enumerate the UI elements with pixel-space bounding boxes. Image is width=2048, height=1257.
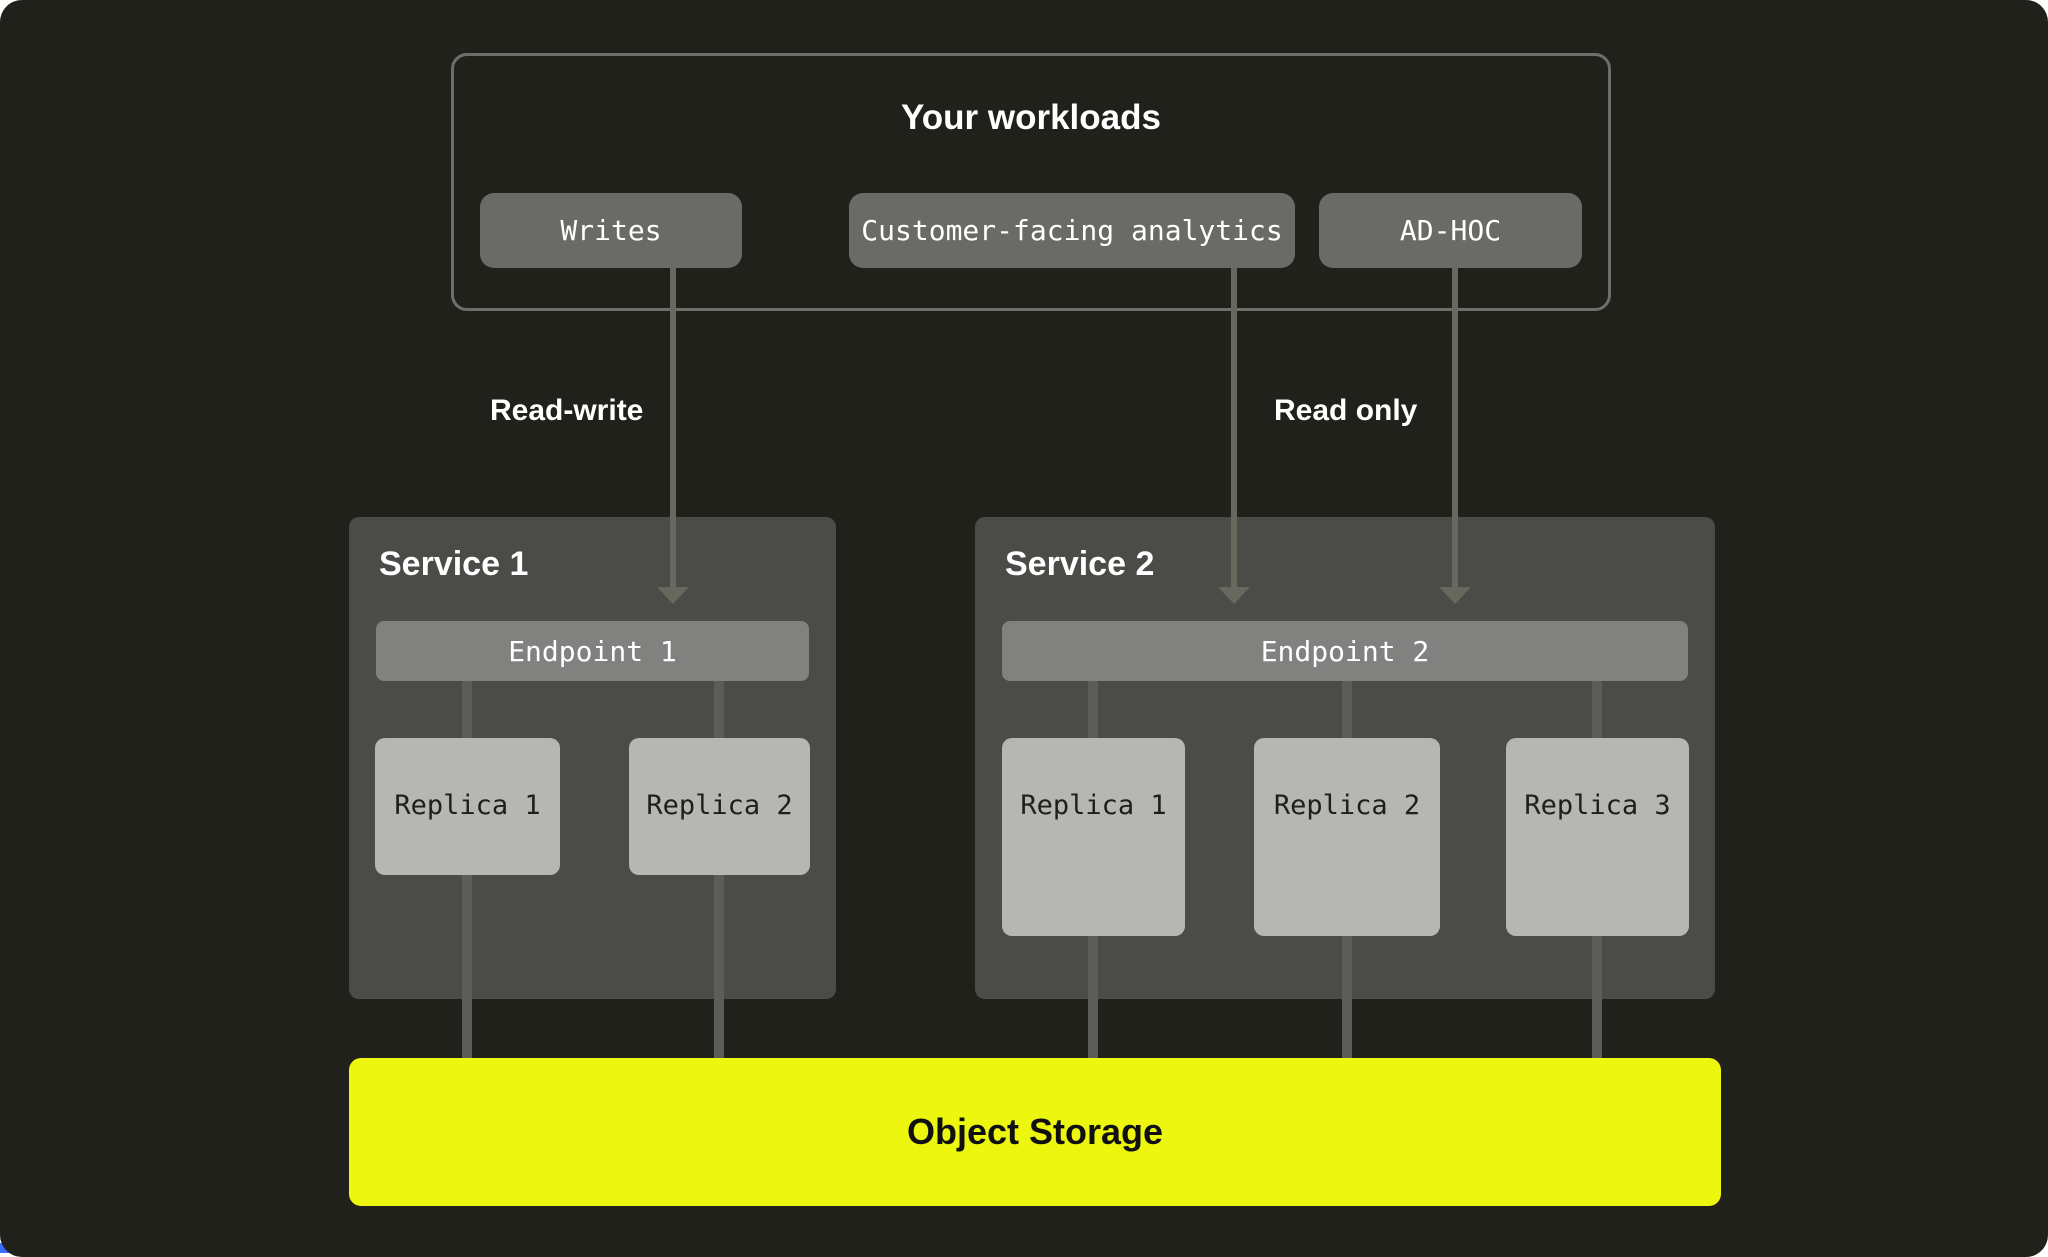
service-2-endpoint-bar: Endpoint 2 <box>1002 621 1688 681</box>
service-1-title: Service 1 <box>379 545 529 583</box>
workload-chip-customer-facing-analytics-label: Customer-facing analytics <box>861 214 1283 247</box>
arrow-line-writes-to-endpoint1 <box>670 268 676 587</box>
object-storage-bar: Object Storage <box>349 1058 1721 1206</box>
read-only-label: Read only <box>1274 394 1418 427</box>
workload-chip-customer-facing-analytics: Customer-facing analytics <box>849 193 1295 268</box>
workload-chip-ad-hoc: AD-HOC <box>1319 193 1582 268</box>
your-workloads-container <box>451 53 1611 311</box>
workload-chip-writes: Writes <box>480 193 742 268</box>
service-1-endpoint-label: Endpoint 1 <box>508 634 677 668</box>
service-1-endpoint-bar: Endpoint 1 <box>376 621 809 681</box>
service-2-endpoint-label: Endpoint 2 <box>1260 634 1430 668</box>
arrow-line-adhoc-to-endpoint2 <box>1452 268 1458 587</box>
object-storage-label: Object Storage <box>906 1111 1164 1152</box>
arrow-head-analytics-to-endpoint2-icon <box>1218 587 1250 604</box>
arrow-head-writes-to-endpoint1-icon <box>657 587 689 604</box>
service-1-replica-2-box: Replica 2 <box>629 738 810 875</box>
service-2-replica-2-box: Replica 2 <box>1254 738 1440 936</box>
workload-chip-ad-hoc-label: AD-HOC <box>1399 214 1502 247</box>
arrow-head-adhoc-to-endpoint2-icon <box>1439 587 1471 604</box>
service-1-replica-1-box: Replica 1 <box>375 738 560 875</box>
read-write-label: Read-write <box>490 394 644 427</box>
your-workloads-title: Your workloads <box>901 98 1161 137</box>
service-2-title: Service 2 <box>1005 545 1155 583</box>
arrow-line-analytics-to-endpoint2 <box>1231 268 1237 587</box>
service-2-replica-3-box: Replica 3 <box>1506 738 1689 936</box>
workload-chip-writes-label: Writes <box>560 214 662 247</box>
service-2-replica-1-box: Replica 1 <box>1002 738 1185 936</box>
